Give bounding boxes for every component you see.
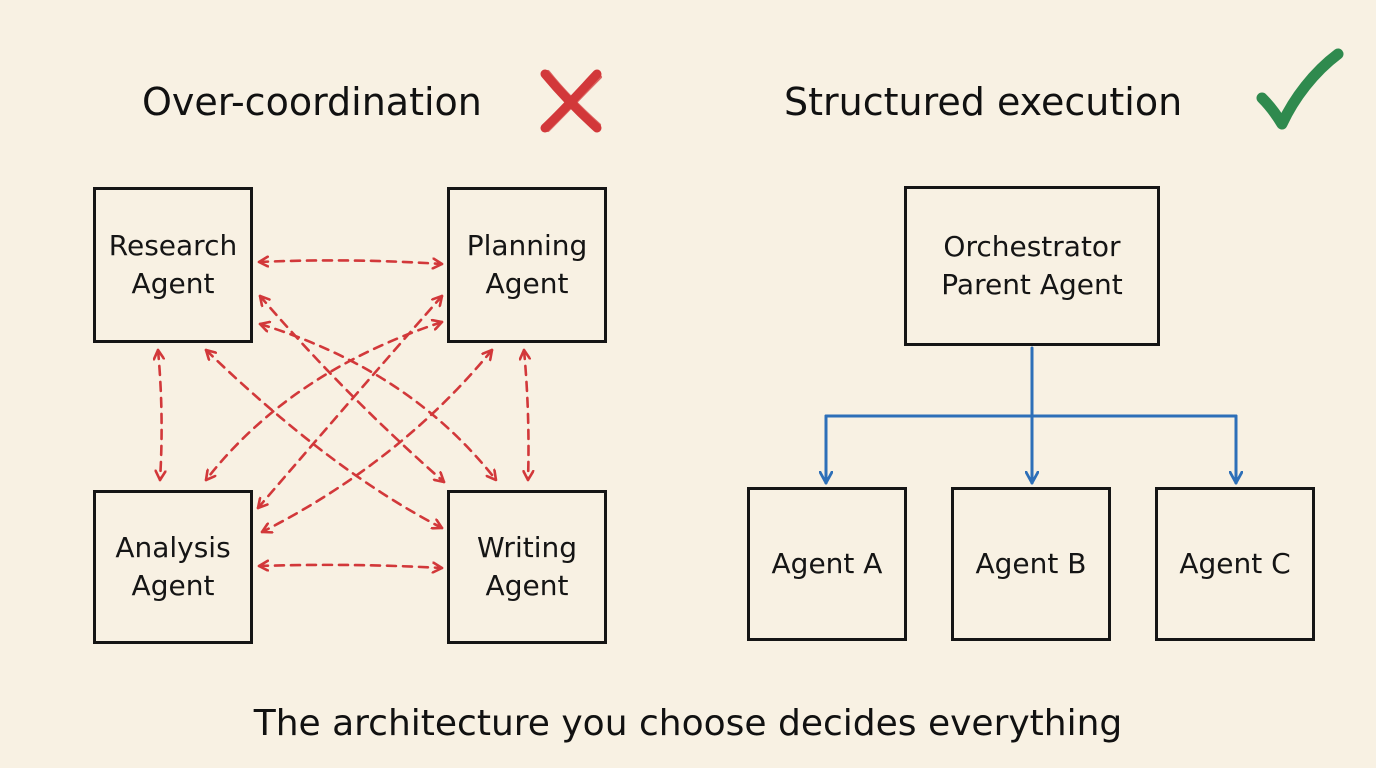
orchestrator-box: Orchestrator Parent Agent (904, 186, 1160, 346)
planning-analysis-arrow-3 (204, 322, 444, 482)
structured-execution-heading: Structured execution (784, 80, 1183, 124)
planning-agent-box: Planning Agent (447, 187, 607, 343)
agent-b-box: Agent B (951, 487, 1111, 641)
research-analysis-arrow (158, 348, 162, 482)
orchestrator-label-line-2: Parent Agent (941, 268, 1123, 301)
writing-agent-label-line-2: Agent (485, 569, 569, 602)
over-coordination-heading: Over-coordination (142, 80, 482, 124)
agent-c-box: Agent C (1155, 487, 1315, 641)
agent-a-box: Agent A (747, 487, 907, 641)
agent-a-label: Agent A (771, 547, 883, 580)
planning-agent-label-line-1: Planning (466, 229, 588, 262)
research-planning-arrow (257, 260, 444, 264)
writing-agent-label-line-1: Writing (477, 531, 577, 564)
red-cross-icon (540, 69, 602, 133)
analysis-agent-label-line-2: Agent (131, 569, 215, 602)
analysis-agent-box: Analysis Agent (93, 490, 253, 644)
research-agent-label-line-1: Research (108, 229, 238, 262)
agent-b-label: Agent B (975, 547, 1087, 580)
analysis-agent-label-line-1: Analysis (115, 531, 231, 564)
writing-agent-box: Writing Agent (447, 490, 607, 644)
green-check-icon (1256, 48, 1344, 130)
tree-connections (826, 346, 1236, 485)
planning-writing-arrow (524, 348, 529, 482)
agent-c-label: Agent C (1179, 547, 1291, 580)
orchestrator-label-line-1: Orchestrator (943, 230, 1121, 263)
research-agent-label-line-2: Agent (131, 267, 215, 300)
mesh-connections (158, 260, 529, 568)
bottom-caption: The architecture you choose decides ever… (253, 703, 1123, 744)
research-agent-box: Research Agent (93, 187, 253, 343)
analysis-writing-arrow (257, 565, 444, 568)
planning-agent-label-line-2: Agent (485, 267, 569, 300)
